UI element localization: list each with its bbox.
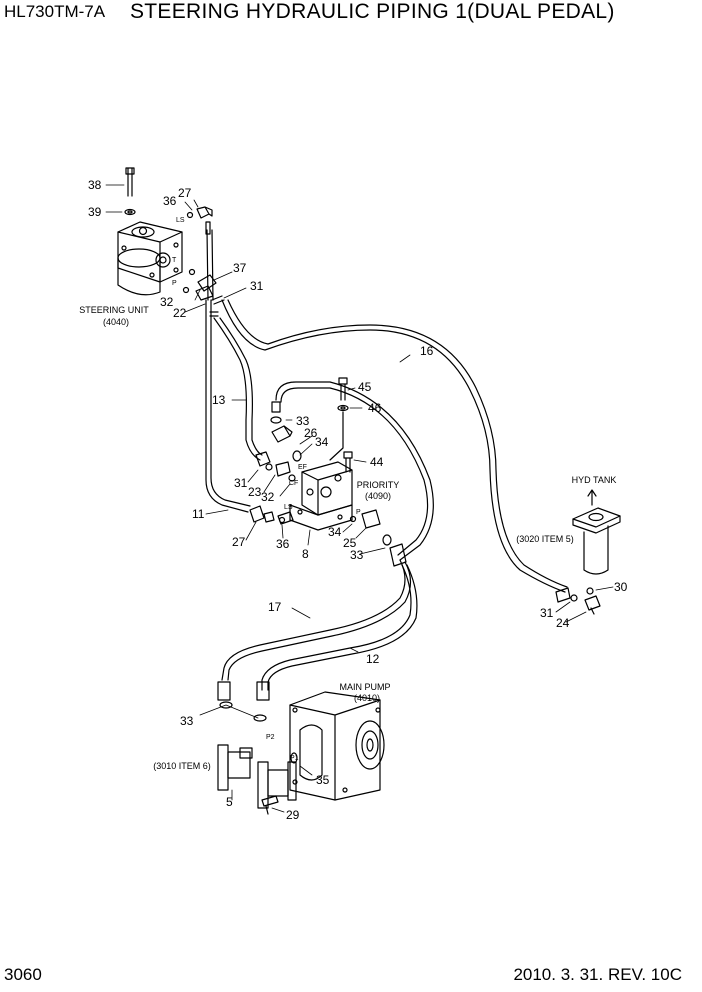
priority-fittings: [249, 401, 407, 567]
steering-fittings: [182, 268, 225, 317]
port-ls-top: LS: [176, 217, 185, 224]
callout-25: 25: [343, 536, 357, 550]
hose-priority-return-inner: [280, 387, 429, 556]
hose-11: [205, 299, 249, 513]
callout-29: 29: [286, 808, 300, 822]
ls-line: [206, 229, 214, 301]
callout-45: 45: [358, 380, 372, 394]
callout-37: 37: [233, 261, 247, 275]
callout-34: 34: [315, 435, 329, 449]
priority-valve-drawing: [289, 461, 353, 531]
hose-16-inner: [227, 299, 568, 588]
callout-30: 30: [614, 580, 628, 594]
callout-31: 31: [234, 476, 248, 490]
callout-36: 36: [276, 537, 290, 551]
hose-12: [261, 564, 412, 691]
port-p2: P2: [266, 734, 275, 741]
revision-date: 2010. 3. 31. REV. 10C: [513, 965, 682, 984]
callout-5: 5: [226, 795, 233, 809]
priority-ref: (4090): [365, 491, 391, 501]
pump-fittings: [217, 681, 298, 815]
steering-unit-drawing: [117, 221, 183, 296]
model-number: HL730TM-7A: [4, 2, 106, 21]
callout-39: 39: [88, 205, 102, 219]
ref-3010-item6: (3010 ITEM 6): [153, 761, 211, 771]
port-ef: EF: [298, 464, 307, 471]
callout-27: 27: [232, 535, 246, 549]
bolt-38-washer-39: [124, 167, 136, 216]
callout-46: 46: [368, 401, 382, 415]
hose-13-inner: [219, 317, 263, 456]
port-t: T: [172, 257, 177, 264]
callout-33: 33: [350, 548, 364, 562]
callout-8: 8: [302, 547, 309, 561]
leader-lines: [105, 184, 614, 813]
callout-33: 33: [180, 714, 194, 728]
bolt-44: [343, 451, 353, 473]
hose-12-inner: [267, 564, 418, 691]
ls-elbow-fitting: [186, 206, 213, 235]
priority-label: PRIORITY: [357, 480, 400, 490]
steering-unit-label: STEERING UNIT: [79, 305, 149, 315]
hyd-tank-drawing: [572, 489, 621, 575]
callout-32: 32: [160, 295, 174, 309]
page-title: STEERING HYDRAULIC PIPING 1(DUAL PEDAL): [130, 0, 615, 23]
callout-35: 35: [316, 773, 330, 787]
callout-17: 17: [268, 600, 282, 614]
hose-11-inner: [210, 299, 251, 507]
main-pump-ref: (4010): [354, 693, 380, 703]
hose-priority-return: [275, 381, 434, 561]
hyd-tank-ref: (3020 ITEM 5): [516, 534, 574, 544]
callout-33: 33: [296, 414, 310, 428]
steering-unit-ref: (4040): [103, 317, 129, 327]
callout-12: 12: [366, 652, 380, 666]
hose-17: [221, 559, 406, 681]
callout-26: 26: [304, 426, 318, 440]
port-cf: CF: [289, 480, 298, 487]
callout-11: 11: [192, 507, 205, 521]
callout-24: 24: [556, 616, 570, 630]
callout-31: 31: [540, 606, 554, 620]
callout-13: 13: [212, 393, 226, 407]
bolt-45-washer-46: [329, 377, 349, 461]
main-pump-label: MAIN PUMP: [339, 682, 390, 692]
callout-27: 27: [178, 186, 192, 200]
callout-22: 22: [173, 306, 187, 320]
port-p-priority: P: [356, 509, 361, 516]
hyd-tank-label: HYD TANK: [572, 475, 617, 485]
callout-23: 23: [248, 485, 262, 499]
tank-fittings: [555, 587, 601, 615]
main-pump-drawing: [289, 691, 385, 801]
port-p1: P1: [290, 755, 299, 762]
page-number: 3060: [4, 965, 42, 984]
callout-44: 44: [370, 455, 384, 469]
hose-16: [221, 299, 566, 593]
hose-17-inner: [227, 561, 412, 681]
port-ls-priority: LS: [284, 504, 293, 511]
callout-38: 38: [88, 178, 102, 192]
hose-13: [213, 317, 261, 461]
callout-36: 36: [163, 194, 177, 208]
callout-32: 32: [261, 490, 275, 504]
callout-31: 31: [250, 279, 264, 293]
callout-16: 16: [420, 344, 434, 358]
callout-34: 34: [328, 525, 342, 539]
port-p-top: P: [172, 280, 177, 287]
